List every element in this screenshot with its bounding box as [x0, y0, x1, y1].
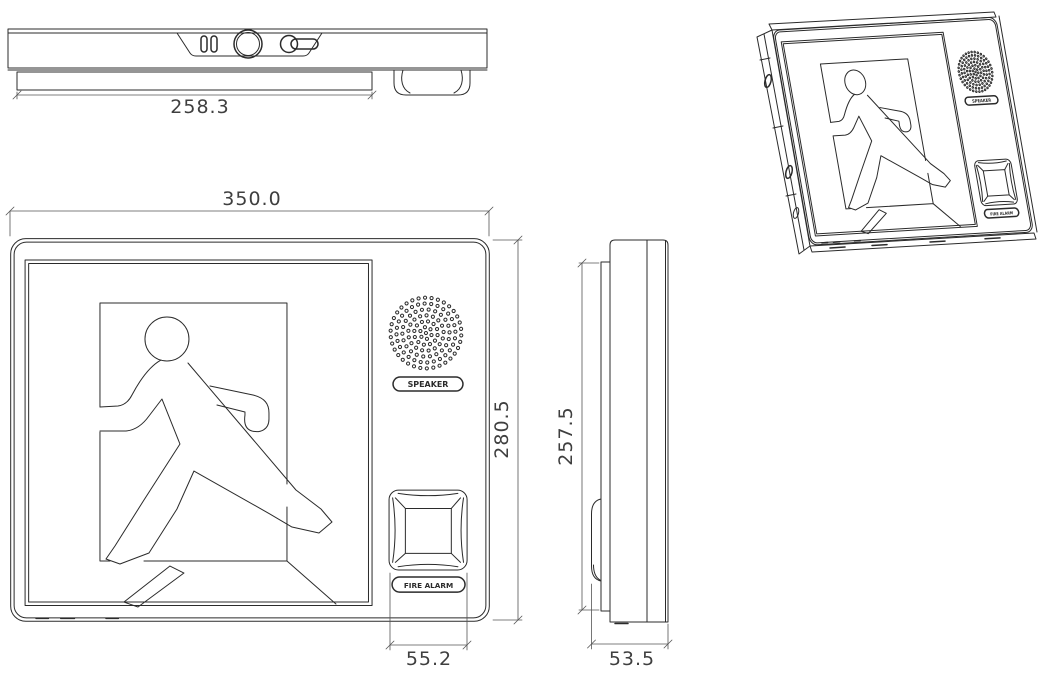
side-button-bump-inner [593, 564, 601, 581]
dim-button-width [385, 572, 472, 651]
side-port-oval [784, 164, 794, 180]
dim-side-depth [587, 583, 673, 650]
door-frame [100, 303, 287, 561]
housing-outline [11, 239, 490, 622]
svg-text:FIRE ALARM: FIRE ALARM [404, 581, 453, 590]
keyhole-icon [279, 34, 299, 54]
bump-arc [401, 69, 411, 94]
dim-value-button-width: 55.2 [405, 648, 453, 670]
fire-alarm-label: FIRE ALARM [392, 577, 465, 592]
top-view-body [7, 28, 488, 69]
perspective-side-shell [756, 29, 811, 255]
speaker-grille [389, 296, 463, 370]
side-port-oval [792, 207, 800, 219]
perspective-view [756, 11, 1038, 255]
man-head [145, 317, 189, 361]
top-view [7, 28, 488, 100]
device-face: SPEAKER FIRE ALARM [11, 239, 490, 622]
bump-arc [453, 69, 463, 94]
indicator-slot-icon [200, 35, 208, 53]
exit-man-symbol [100, 303, 336, 607]
dim-side-height [577, 258, 600, 615]
dim-value-side-height: 257.5 [555, 406, 577, 466]
side-port-oval [763, 73, 773, 89]
side-body [609, 239, 669, 623]
test-button [233, 29, 263, 59]
dim-front-width [5, 206, 494, 237]
test-button-inner [236, 32, 260, 56]
man-body [100, 363, 332, 564]
perspective-face [771, 16, 1035, 246]
svg-text:SPEAKER: SPEAKER [408, 380, 449, 389]
man-trailing-arm [210, 386, 269, 432]
side-view [577, 239, 673, 650]
perspective-right-edge [998, 15, 1038, 233]
front-view: SPEAKER FIRE ALARM [5, 206, 523, 651]
light-panel [25, 260, 372, 606]
dim-value-front-height: 280.5 [491, 399, 513, 459]
dim-value-front-width: 350.0 [222, 188, 282, 210]
top-view-panel-strip [16, 71, 373, 91]
dim-front-height [492, 235, 523, 625]
speaker-label: SPEAKER [393, 377, 463, 391]
man-arm-upper [100, 360, 161, 407]
floor-mark [124, 566, 184, 607]
top-recess [176, 32, 323, 57]
side-panel-strip [600, 261, 611, 612]
dim-value-side-depth: 53.5 [608, 648, 656, 670]
indicator-slot-icon [210, 35, 218, 53]
housing-inner-wall [14, 242, 486, 618]
side-button-bump [591, 498, 602, 582]
top-view-button-bump [393, 69, 471, 96]
fire-alarm-button [389, 490, 467, 570]
dim-value-top-width: 258.3 [170, 96, 230, 118]
dim-top-width [12, 90, 377, 100]
door-depth-line [287, 561, 336, 604]
keyhole-slot [290, 38, 319, 50]
perspective-bottom-shell [809, 232, 1037, 253]
